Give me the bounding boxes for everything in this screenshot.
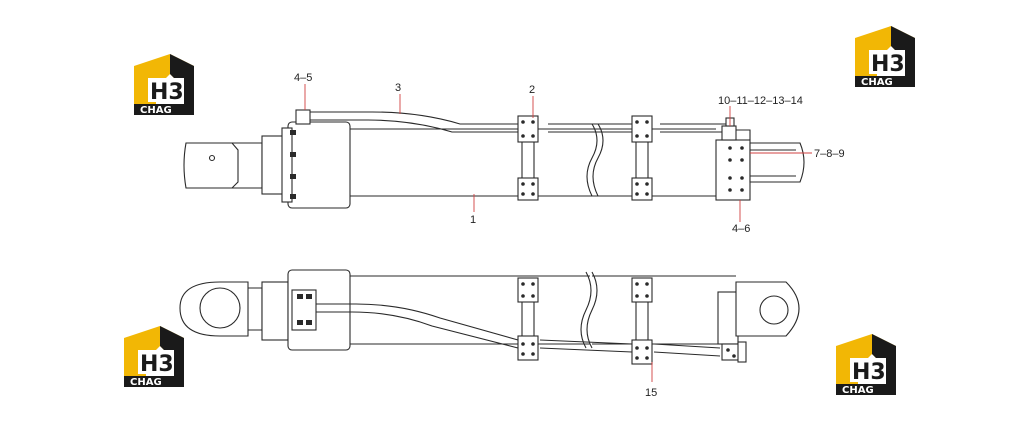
clamp-bottom-1 (517, 277, 539, 361)
callout-4-6: 4–6 (732, 223, 750, 235)
base-block-bottom (717, 291, 739, 345)
pipe-top (310, 111, 520, 125)
logo-text: CHAG (842, 385, 874, 396)
clamp-bottom-2 (631, 277, 653, 365)
cylinder-top-view (183, 109, 805, 209)
cylinder-head-bottom (261, 281, 289, 341)
logo-text: CHAG (140, 105, 172, 116)
callout-2: 2 (529, 84, 535, 96)
rod-end-left (183, 142, 239, 189)
callout-10-14: 10–11–12–13–14 (718, 95, 803, 107)
logo-mark: H3 (150, 80, 184, 105)
callout-7-9: 7–8–9 (814, 148, 845, 160)
logo-text: CHAG (130, 377, 162, 388)
logo-top-left: H3 CHAG (134, 54, 194, 116)
logo-bottom-right: H3 CHAG (836, 334, 896, 396)
clamp-top-2 (631, 115, 653, 201)
cylinder-bottom-view (179, 269, 800, 365)
logo-text: CHAG (861, 77, 893, 88)
logo-top-right: H3 CHAG (855, 26, 915, 88)
clamp-top-1 (517, 115, 539, 201)
logo-mark: H3 (871, 52, 905, 77)
callouts: 4–5 3 2 1 10–11–12–13–14 7–8–9 4–6 15 (294, 72, 845, 399)
fitting-top (295, 109, 311, 125)
callout-4-5: 4–5 (294, 72, 312, 84)
callout-15: 15 (645, 387, 657, 399)
pipe-bottom (316, 303, 519, 341)
callout-3: 3 (395, 82, 401, 94)
base-block-top (715, 139, 751, 201)
callout-1: 1 (470, 214, 476, 226)
logo-mark: H3 (852, 360, 886, 385)
logo-mark: H3 (140, 352, 174, 377)
logo-bottom-left: H3 CHAG (124, 326, 184, 388)
